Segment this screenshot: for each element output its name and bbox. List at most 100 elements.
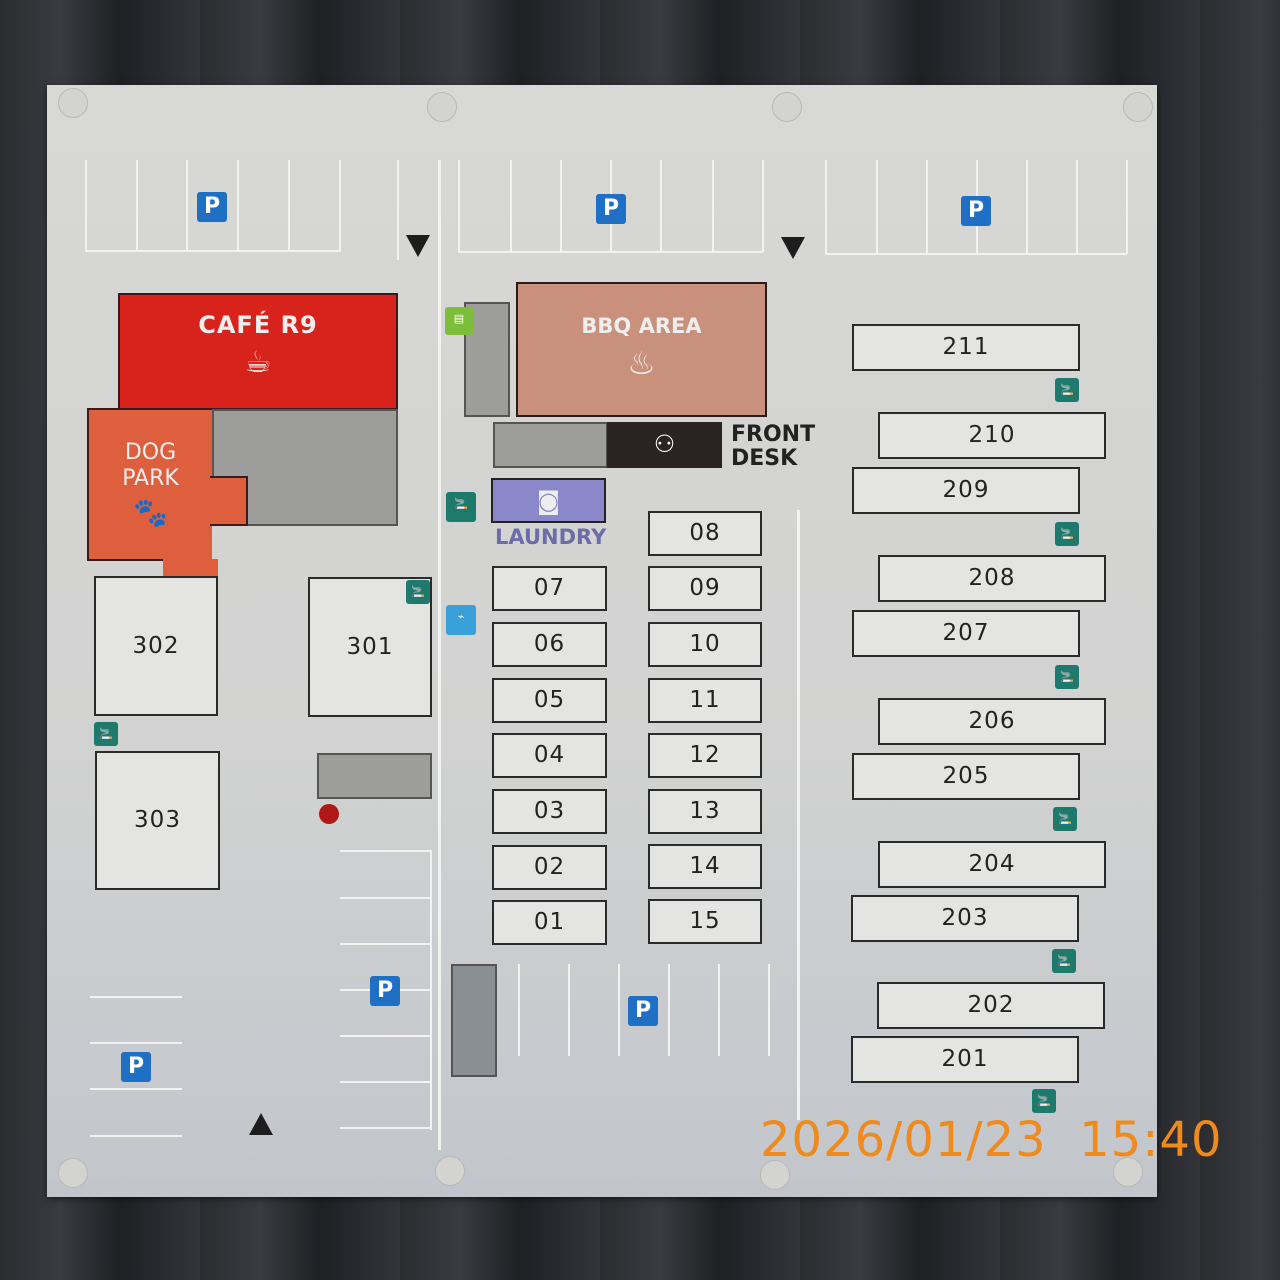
parking-line <box>85 160 87 252</box>
parking-line <box>340 850 432 852</box>
parking-line <box>510 160 512 252</box>
site-10[interactable]: 10 <box>648 622 762 667</box>
parking-line <box>768 964 770 1056</box>
exit-arrow-icon <box>249 1113 273 1135</box>
parking-line <box>90 1088 182 1090</box>
current-location-marker <box>319 804 339 824</box>
parking-icon: P <box>197 192 227 222</box>
parking-line <box>458 251 763 253</box>
parking-line <box>85 250 341 252</box>
site-205[interactable]: 205 <box>852 753 1080 800</box>
grill-icon: ♨ <box>627 344 656 382</box>
parking-line <box>90 1135 182 1137</box>
parking-line <box>560 160 562 252</box>
parking-icon: P <box>628 996 658 1026</box>
site-04[interactable]: 04 <box>492 733 607 778</box>
site-09[interactable]: 09 <box>648 566 762 611</box>
parking-line <box>186 160 188 252</box>
smoking-area-icon: 🚬 <box>94 722 118 746</box>
parking-line <box>458 160 460 252</box>
parking-line <box>340 1127 432 1129</box>
parking-icon: P <box>121 1052 151 1082</box>
site-207[interactable]: 207 <box>852 610 1080 657</box>
smoking-area-icon: 🚬 <box>1053 807 1077 831</box>
parking-line <box>668 964 670 1056</box>
site-210[interactable]: 210 <box>878 412 1106 459</box>
site-13[interactable]: 13 <box>648 789 762 834</box>
screw <box>58 1158 88 1188</box>
parking-line <box>825 253 1127 255</box>
bbq-label: BBQ AREA <box>581 314 702 338</box>
photo-timestamp: 2026/01/23 15:40 <box>760 1112 1223 1168</box>
site-15[interactable]: 15 <box>648 899 762 944</box>
entrance-arrow-icon <box>781 237 805 259</box>
site-208[interactable]: 208 <box>878 555 1106 602</box>
site-05[interactable]: 05 <box>492 678 607 723</box>
vending-machine-icon: ▤ <box>445 307 473 335</box>
parking-line <box>136 160 138 252</box>
cabin-303[interactable]: 303 <box>95 751 220 890</box>
parking-icon: P <box>596 194 626 224</box>
site-06[interactable]: 06 <box>492 622 607 667</box>
screw <box>772 92 802 122</box>
smoking-area-icon: 🚬 <box>1052 949 1076 973</box>
site-206[interactable]: 206 <box>878 698 1106 745</box>
site-201[interactable]: 201 <box>851 1036 1079 1083</box>
parking-line <box>340 1035 432 1037</box>
cabin-302[interactable]: 302 <box>94 576 218 716</box>
screw <box>1113 1157 1143 1187</box>
parking-line <box>90 996 182 998</box>
screw <box>435 1156 465 1186</box>
smoking-area-icon: 🚬 <box>1055 378 1079 402</box>
parking-line <box>237 160 239 252</box>
screw <box>760 1160 790 1190</box>
parking-icon: P <box>370 976 400 1006</box>
parking-line <box>438 160 441 1150</box>
coffee-cup-icon: ☕ <box>244 345 272 380</box>
parking-line <box>90 1042 182 1044</box>
site-211[interactable]: 211 <box>852 324 1080 371</box>
parking-line <box>430 850 432 1130</box>
screw <box>1123 92 1153 122</box>
parking-line <box>1026 160 1028 254</box>
site-209[interactable]: 209 <box>852 467 1080 514</box>
parking-line <box>618 964 620 1056</box>
site-202[interactable]: 202 <box>877 982 1105 1029</box>
parking-line <box>926 160 928 254</box>
site-03[interactable]: 03 <box>492 789 607 834</box>
parking-line <box>762 160 764 252</box>
site-01[interactable]: 01 <box>492 900 607 945</box>
site-08[interactable]: 08 <box>648 511 762 556</box>
smoking-area-icon: 🚬 <box>1055 522 1079 546</box>
smoking-area-icon: 🚬 <box>406 580 430 604</box>
parking-line <box>339 160 341 252</box>
laundry-label: LAUNDRY <box>495 525 607 549</box>
parking-line <box>397 160 399 260</box>
smoking-area-icon: 🚬 <box>1055 665 1079 689</box>
parking-line <box>797 510 800 1120</box>
site-11[interactable]: 11 <box>648 678 762 723</box>
reception-icon: ⚇ <box>607 422 722 468</box>
parking-line <box>825 160 827 254</box>
parking-line <box>340 943 432 945</box>
washing-machine-icon[interactable]: ◙ <box>491 478 606 523</box>
cafe-r9[interactable]: CAFÉ R9 ☕ <box>118 293 398 410</box>
parking-line <box>518 964 520 1056</box>
parking-line <box>1126 160 1128 254</box>
site-02[interactable]: 02 <box>492 845 607 890</box>
parking-line <box>718 964 720 1056</box>
site-203[interactable]: 203 <box>851 895 1079 942</box>
parking-line <box>712 160 714 252</box>
site-12[interactable]: 12 <box>648 733 762 778</box>
site-07[interactable]: 07 <box>492 566 607 611</box>
parking-line <box>568 964 570 1056</box>
smoking-area-icon: 🚬 <box>446 492 476 522</box>
site-204[interactable]: 204 <box>878 841 1106 888</box>
site-14[interactable]: 14 <box>648 844 762 889</box>
bbq-area[interactable]: BBQ AREA ♨ <box>516 282 767 417</box>
parking-line <box>288 160 290 252</box>
